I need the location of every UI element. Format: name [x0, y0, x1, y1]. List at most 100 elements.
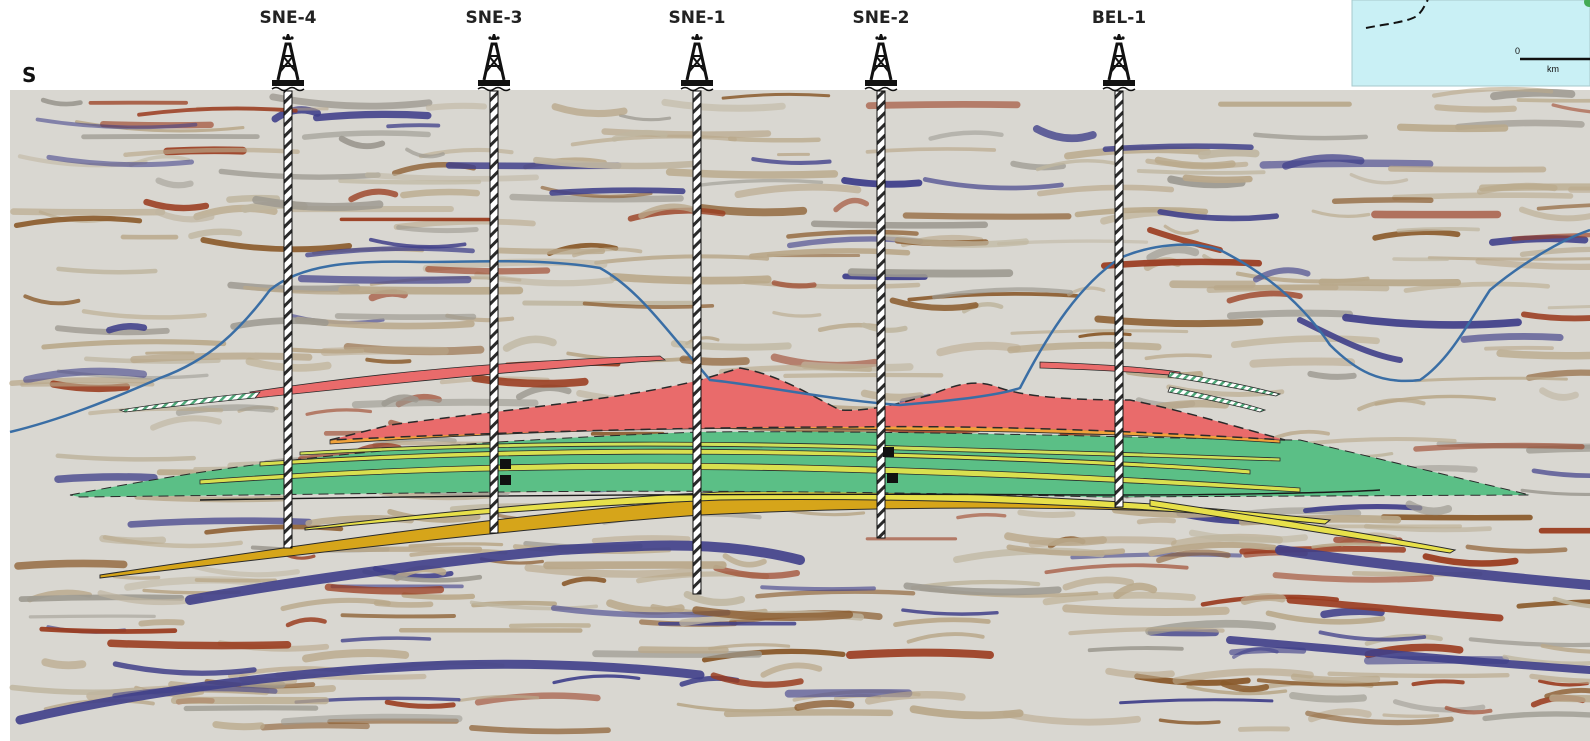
seismic-reflector-strong — [846, 648, 994, 659]
seismic-reflector — [230, 317, 329, 330]
seismic-reflector — [962, 302, 1004, 314]
seismic-reflector — [1434, 104, 1517, 113]
direction-label: S — [22, 63, 36, 87]
seismic-reflector — [609, 273, 772, 285]
seismic-reflector — [1156, 549, 1231, 564]
seismic-reflector — [1529, 673, 1590, 684]
seismic-reflector — [1468, 637, 1590, 648]
seismic-reflector — [1357, 398, 1426, 412]
seismic-reflector — [1157, 209, 1279, 222]
seismic-reflector — [551, 103, 628, 118]
unit-yellow-stripe-2 — [259, 448, 1251, 475]
seismic-reflector — [106, 323, 148, 334]
seismic-reflector — [1167, 175, 1246, 189]
seismic-reflector — [338, 178, 482, 185]
seismic-reflector — [1272, 572, 1434, 583]
seismic-reflector — [39, 626, 178, 634]
well-sne-4: SNE-4 — [260, 8, 317, 549]
seismic-reflector — [1259, 159, 1434, 169]
seismic-reflector — [334, 313, 477, 321]
seismic-reflector — [833, 197, 870, 213]
seismic-reflector — [252, 195, 384, 211]
seismic-reflector — [721, 92, 831, 100]
seismic-reflector — [1331, 197, 1434, 204]
seismic-reflector — [1010, 160, 1066, 171]
seismic-reflector — [1320, 607, 1385, 619]
borehole — [692, 90, 702, 595]
seismic-reflector — [1163, 224, 1199, 236]
unit-yellow-right — [1149, 499, 1457, 554]
seismic-reflector — [594, 254, 770, 265]
seismic-reflector — [127, 517, 313, 528]
seismic-reflector — [1305, 710, 1454, 726]
seismic-reflector — [1010, 329, 1189, 335]
seismic-reflector — [771, 280, 817, 289]
seismic-reflector — [932, 287, 1073, 300]
seismic-reflector — [601, 128, 772, 138]
seismic-reflector — [1062, 576, 1135, 591]
seismic-reflector — [638, 203, 697, 219]
seismic-reflector — [509, 193, 684, 203]
seismic-reflector — [549, 187, 686, 196]
seismic-reflector — [387, 508, 481, 523]
seismic-reflector — [865, 100, 1021, 110]
oil-derrick-icon — [680, 34, 714, 92]
seismic-reflector — [418, 147, 514, 159]
seismic-reflector — [1100, 258, 1263, 270]
seismic-reflector — [679, 355, 750, 366]
seismic-reflector — [425, 102, 488, 111]
seismic-reflector — [1158, 718, 1221, 725]
seismic-reflector — [1444, 705, 1493, 715]
seismic-reflector — [772, 310, 822, 318]
seismic-reflector-strong — [1226, 636, 1590, 674]
seismic-reflector — [1017, 509, 1076, 518]
seismic-reflector — [860, 389, 925, 402]
seismic-reflector — [1551, 103, 1590, 114]
seismic-reflector — [1226, 309, 1353, 320]
seismic-reflector — [396, 225, 479, 234]
seismic-reflector — [313, 110, 432, 122]
seismic-reflector — [1422, 553, 1519, 567]
seismic-reflector — [936, 341, 1021, 357]
seismic-reflector — [1102, 143, 1254, 153]
seismic-reflector — [1392, 699, 1486, 713]
well-label: BEL-1 — [1092, 8, 1146, 28]
seismic-reflector — [324, 583, 445, 595]
seismic-reflector — [28, 614, 156, 619]
seismic-reflector — [9, 684, 144, 696]
seismic-reflector — [1531, 468, 1590, 479]
seismic-reflector — [810, 220, 989, 229]
seismic-reflector — [1087, 646, 1184, 653]
seismic-reflector — [1182, 174, 1253, 184]
seismic-reflector — [713, 564, 800, 580]
unit-red-lens-upper — [249, 355, 667, 399]
seismic-reflector — [1460, 333, 1564, 343]
seismic-reflector — [533, 156, 699, 170]
seismic-reflector — [592, 650, 763, 658]
seismic-reflector — [1136, 168, 1266, 175]
seismic-reflector — [1521, 311, 1590, 322]
seismic-reflector — [1484, 345, 1554, 351]
seismic-reflector — [1113, 582, 1158, 599]
seismic-reflector — [143, 198, 210, 212]
seismic-reflector — [150, 415, 222, 431]
seismic-reflector — [903, 582, 1062, 596]
seismic-reflector — [1249, 357, 1356, 368]
seismic-reflector — [405, 147, 445, 159]
seismic-reflector — [683, 590, 746, 607]
seismic-reflector — [1035, 158, 1120, 172]
seismic-reflector — [305, 408, 373, 416]
seismic-reflector — [1405, 500, 1453, 516]
seismic-reflector — [751, 157, 832, 166]
seismic-reflector-strong — [15, 659, 705, 725]
seismic-reflector — [138, 619, 185, 627]
seismic-reflector — [1006, 544, 1126, 557]
seismic-reflector — [155, 177, 194, 189]
seismic-reflector — [722, 553, 767, 568]
oil-derrick-icon — [1102, 34, 1136, 92]
seismic-reflector — [1136, 517, 1176, 525]
seismic-reflector — [35, 117, 198, 130]
seismic-reflector — [882, 233, 1029, 248]
seismic-reflector — [188, 228, 243, 240]
